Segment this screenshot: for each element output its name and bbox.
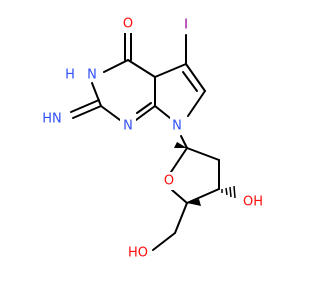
bond-c4-n3 bbox=[103, 59, 129, 73]
bond-o4prime-c1prime bbox=[170, 147, 188, 173]
bonds bbox=[70, 28, 220, 251]
bond-n7-c1prime bbox=[180, 135, 188, 149]
molecule-diagram: O I H N HN N N O OH HO bbox=[39, 15, 266, 262]
bond-c2-imine-double-a bbox=[72, 105, 102, 119]
bond-c5-c6 bbox=[185, 63, 206, 92]
hydroxyl-5prime-label: HO bbox=[128, 246, 148, 261]
bond-c4prime-o4prime bbox=[171, 189, 188, 204]
ring-n1-label: N bbox=[123, 119, 133, 134]
bond-c5prime-o5prime bbox=[152, 232, 176, 251]
bond-n7-c7a bbox=[154, 105, 171, 119]
bond-c5-c6-inner bbox=[182, 71, 198, 92]
ring-nh-hydrogen-label: H bbox=[65, 68, 75, 83]
carbonyl-oxygen-label: O bbox=[123, 17, 133, 32]
wedge-bond-c1prime bbox=[174, 142, 187, 148]
iodine-label: I bbox=[184, 18, 188, 33]
bond-n3-c2 bbox=[91, 82, 102, 107]
structure-svg: O I H N HN N N O OH HO bbox=[39, 15, 266, 262]
bond-c4prime-c5prime bbox=[174, 202, 188, 234]
ring-oxygen-label: O bbox=[164, 174, 174, 189]
ring-nh-nitrogen-label: N bbox=[87, 68, 97, 83]
bond-n1-c7a bbox=[135, 105, 156, 121]
hashed-bond-c3prime-oh bbox=[221, 185, 236, 199]
imine-nh-label: HN bbox=[42, 112, 62, 127]
hydroxyl-3prime-label: OH bbox=[243, 195, 263, 210]
bond-c2-imine-double-b bbox=[70, 99, 100, 113]
glycosidic-nitrogen-label: N bbox=[172, 119, 182, 134]
bond-c3prime-c4prime bbox=[186, 188, 220, 204]
stereo-bonds bbox=[174, 142, 236, 206]
bond-c4-c4a bbox=[127, 59, 156, 78]
bond-c4a-c5 bbox=[154, 63, 187, 78]
bond-c2-n1 bbox=[100, 105, 121, 121]
atom-labels: O I H N HN N N O OH HO bbox=[39, 15, 266, 262]
bond-c1prime-c2prime bbox=[186, 147, 220, 161]
bond-n1-c7a-inner bbox=[136, 102, 152, 114]
wedge-bond-c4prime bbox=[187, 199, 201, 206]
bond-c6-n7 bbox=[187, 90, 206, 117]
